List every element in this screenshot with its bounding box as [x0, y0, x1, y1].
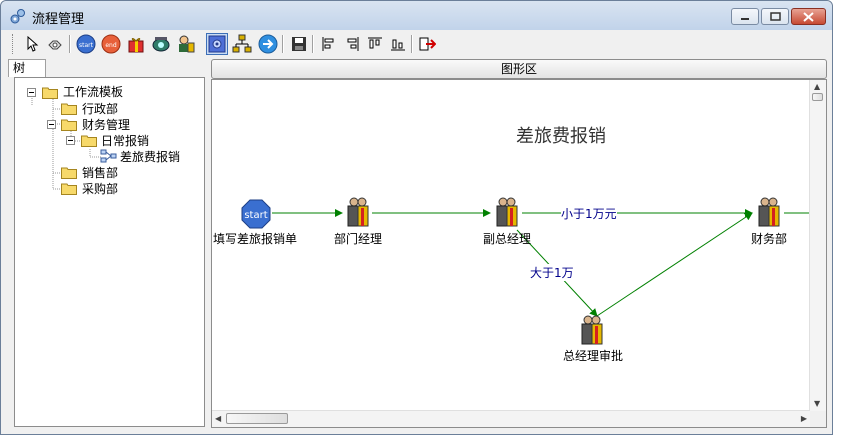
horizontal-scrollbar[interactable]: ◀ ▶	[212, 410, 810, 427]
link-button[interactable]	[44, 33, 66, 55]
align-left-icon	[322, 37, 334, 51]
exit-icon	[419, 37, 436, 51]
node-label: 填写差旅报销单	[212, 232, 298, 246]
edge-gm-to-finance	[596, 212, 753, 317]
tree-label: 财务管理	[82, 118, 131, 132]
graph-area-header[interactable]: 图形区	[211, 59, 827, 79]
workflow-icon	[100, 149, 117, 163]
align-bottom-button[interactable]	[387, 33, 409, 55]
arrow-right-icon	[258, 34, 278, 54]
toolbar-grip[interactable]	[12, 34, 16, 54]
exit-button[interactable]	[416, 33, 438, 55]
gift-node-button[interactable]	[125, 33, 147, 55]
node-label: 副总经理	[482, 232, 532, 246]
tree-label-root: 工作流模板	[63, 85, 124, 99]
users-group-icon	[496, 197, 518, 227]
gift-node-icon	[128, 38, 144, 53]
scroll-up-icon[interactable]: ▲	[814, 82, 821, 91]
align-top-button[interactable]	[364, 33, 386, 55]
select-pointer-button[interactable]	[21, 33, 43, 55]
folder-icon	[61, 119, 77, 131]
users-group-icon	[581, 315, 603, 345]
collapse-toggle-icon[interactable]	[27, 88, 37, 98]
svg-text:end: end	[105, 42, 116, 49]
node-label: 部门经理	[333, 232, 383, 246]
close-icon	[803, 11, 814, 22]
arrow-right-button[interactable]	[257, 33, 279, 55]
toolbar-separator	[312, 35, 314, 53]
folder-icon	[81, 135, 97, 147]
horizontal-scroll-thumb[interactable]	[226, 413, 288, 424]
tree-connector-lines	[31, 98, 101, 190]
user-node-icon	[179, 35, 195, 53]
start-node-button[interactable]: start	[75, 33, 97, 55]
vertical-scroll-thumb[interactable]	[812, 93, 823, 101]
save-button[interactable]	[288, 33, 310, 55]
end-node-button[interactable]: end	[100, 33, 122, 55]
tree-label: 日常报销	[101, 134, 150, 148]
minimize-icon	[741, 17, 749, 20]
users-group-icon	[347, 197, 369, 227]
network-icon	[232, 34, 252, 53]
folder-icon	[42, 87, 58, 99]
users-group-icon	[758, 197, 780, 227]
main-window: 流程管理 start end	[0, 0, 833, 435]
title-bar: 流程管理	[1, 1, 832, 30]
node-label: 总经理审批	[562, 349, 624, 363]
scroll-down-icon[interactable]: ▼	[814, 399, 821, 408]
scroll-right-icon[interactable]: ▶	[800, 414, 807, 423]
svg-text:start: start	[79, 42, 94, 49]
workflow-app-icon	[10, 9, 25, 24]
vertical-scrollbar[interactable]: ▲ ▼	[809, 80, 826, 411]
window-title: 流程管理	[32, 12, 85, 27]
align-right-button[interactable]	[341, 33, 363, 55]
graph-canvas[interactable]: 差旅费报销 小于1万元 大于1万 start 填写差旅报销单	[211, 79, 827, 428]
tab-tree[interactable]: 树	[8, 59, 46, 77]
diagram-title: 差旅费报销	[516, 126, 606, 147]
start-node-icon: start	[241, 199, 271, 229]
toolbar-separator	[69, 35, 71, 53]
maximize-button[interactable]	[761, 8, 789, 25]
node-label: 财务部	[750, 232, 788, 246]
collapse-toggle-icon[interactable]	[66, 136, 76, 146]
tree-label: 采购部	[82, 182, 119, 196]
user-node-button[interactable]	[175, 33, 197, 55]
network-button[interactable]	[231, 33, 253, 55]
align-right-icon	[347, 37, 359, 51]
edge-label-large: 大于1万	[530, 264, 574, 281]
tree-label: 销售部	[82, 166, 119, 180]
toolbar-separator	[411, 35, 413, 53]
folder-icon	[61, 167, 77, 179]
tree-tabbar: 树	[8, 59, 205, 77]
toolbar-separator	[282, 35, 284, 53]
close-button[interactable]	[791, 8, 826, 25]
align-left-button[interactable]	[318, 33, 340, 55]
align-bottom-icon	[391, 39, 405, 51]
folder-icon	[61, 183, 77, 195]
edge-label-small: 小于1万元	[561, 205, 617, 222]
save-icon	[292, 37, 306, 51]
folder-icon	[61, 103, 77, 115]
end-node-icon: end	[101, 34, 121, 54]
tree-label: 行政部	[82, 102, 119, 116]
maximize-icon	[769, 12, 781, 21]
toolbar: start end	[1, 30, 832, 59]
select-pointer-icon	[27, 36, 39, 52]
tree-label: 差旅费报销	[120, 150, 181, 164]
link-icon	[48, 40, 62, 50]
align-top-icon	[368, 37, 382, 49]
router-icon	[152, 37, 170, 52]
start-node-icon: start	[76, 34, 96, 54]
scrollbar-corner	[810, 411, 826, 427]
auto-node-icon	[208, 35, 226, 53]
scroll-left-icon[interactable]: ◀	[215, 414, 222, 423]
auto-node-button[interactable]	[206, 33, 228, 55]
tree-panel	[14, 77, 205, 427]
minimize-button[interactable]	[731, 8, 759, 25]
svg-text:start: start	[244, 210, 267, 221]
collapse-toggle-icon[interactable]	[47, 120, 57, 130]
router-button[interactable]	[150, 33, 172, 55]
